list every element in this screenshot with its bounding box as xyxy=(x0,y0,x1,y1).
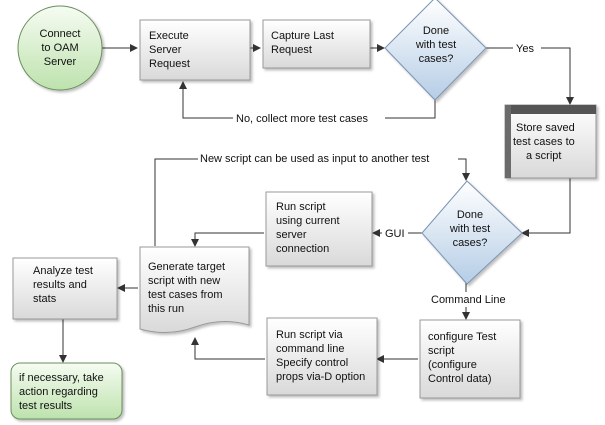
run-cmd-line-3: Specify control xyxy=(276,357,348,369)
run-gui-line-1: Run script xyxy=(276,201,326,213)
store-line-2: test cases to xyxy=(513,136,575,148)
action-line-2: action regarding xyxy=(19,386,98,398)
node-decision-done-1: Done with test cases? xyxy=(384,0,487,101)
analyze-line-2: results and xyxy=(33,279,87,291)
action-line-1: if necessary, take xyxy=(19,372,104,384)
connect-line-1: Connect xyxy=(40,28,81,40)
label-command-line: Command Line xyxy=(431,294,506,306)
connect-line-2: to OAM xyxy=(41,42,78,54)
configure-line-3: (configure xyxy=(428,359,477,371)
run-cmd-line-4: props via-D option xyxy=(276,371,365,383)
edge-done1-yes-store xyxy=(486,47,574,105)
done1-line-3: cases? xyxy=(419,53,454,65)
edge-labels: Yes No, collect more test cases New scri… xyxy=(198,40,541,307)
node-run-command-line: Run script via command line Specify cont… xyxy=(266,317,378,396)
store-line-3: a script xyxy=(526,150,561,162)
run-gui-line-4: connection xyxy=(276,243,329,255)
configure-line-4: Control data) xyxy=(428,373,492,385)
analyze-line-3: stats xyxy=(33,293,57,305)
run-gui-line-2: using current xyxy=(276,215,340,227)
connect-line-3: Server xyxy=(44,56,77,68)
done2-line-2: with test xyxy=(449,223,490,235)
analyze-line-1: Analyze test xyxy=(33,265,93,277)
edge-runcmd-generate xyxy=(191,337,265,360)
node-connect-start: Connect to OAM Server xyxy=(17,5,103,91)
configure-line-2: script xyxy=(428,345,454,357)
label-no-collect: No, collect more test cases xyxy=(236,113,369,125)
configure-line-1: configure Test xyxy=(428,331,496,343)
node-analyze-results: Analyze test results and stats xyxy=(12,257,118,320)
execute-line-2: Server xyxy=(149,44,182,56)
node-store-script: Store saved test cases to a script xyxy=(504,104,597,179)
store-line-1: Store saved xyxy=(516,122,575,134)
label-yes: Yes xyxy=(516,43,534,55)
label-new-script: New script can be used as input to anoth… xyxy=(200,153,429,165)
run-gui-line-3: server xyxy=(276,229,307,241)
node-execute-request: Execute Server Request xyxy=(139,19,251,81)
done2-line-3: cases? xyxy=(453,237,488,249)
done1-line-2: with test xyxy=(415,39,456,51)
done1-line-1: Done xyxy=(423,25,449,37)
node-decision-done-2: Done with test cases? xyxy=(421,180,523,285)
node-run-gui: Run script using current server connecti… xyxy=(265,191,373,267)
done2-line-1: Done xyxy=(457,209,483,221)
edge-run-generate xyxy=(191,232,264,247)
node-capture-request: Capture Last Request xyxy=(262,19,371,69)
run-cmd-line-1: Run script via xyxy=(276,329,344,341)
generate-line-4: this run xyxy=(148,303,184,315)
node-take-action-end: if necessary, take action regarding test… xyxy=(10,362,123,420)
run-cmd-line-2: command line xyxy=(276,343,344,355)
capture-line-1: Capture Last xyxy=(271,30,334,42)
node-generate-script-document: Generate target script with new test cas… xyxy=(139,246,250,333)
label-gui: GUI xyxy=(385,228,405,240)
execute-line-1: Execute xyxy=(149,30,189,42)
generate-line-3: test cases from xyxy=(148,289,223,301)
execute-line-3: Request xyxy=(149,58,190,70)
action-line-3: test results xyxy=(19,400,73,412)
generate-line-2: script with new xyxy=(148,275,220,287)
generate-line-1: Generate target xyxy=(148,261,225,273)
capture-line-2: Request xyxy=(271,44,312,56)
edge-store-done2 xyxy=(521,178,571,237)
node-configure-script: configure Test script (configure Control… xyxy=(419,319,521,399)
